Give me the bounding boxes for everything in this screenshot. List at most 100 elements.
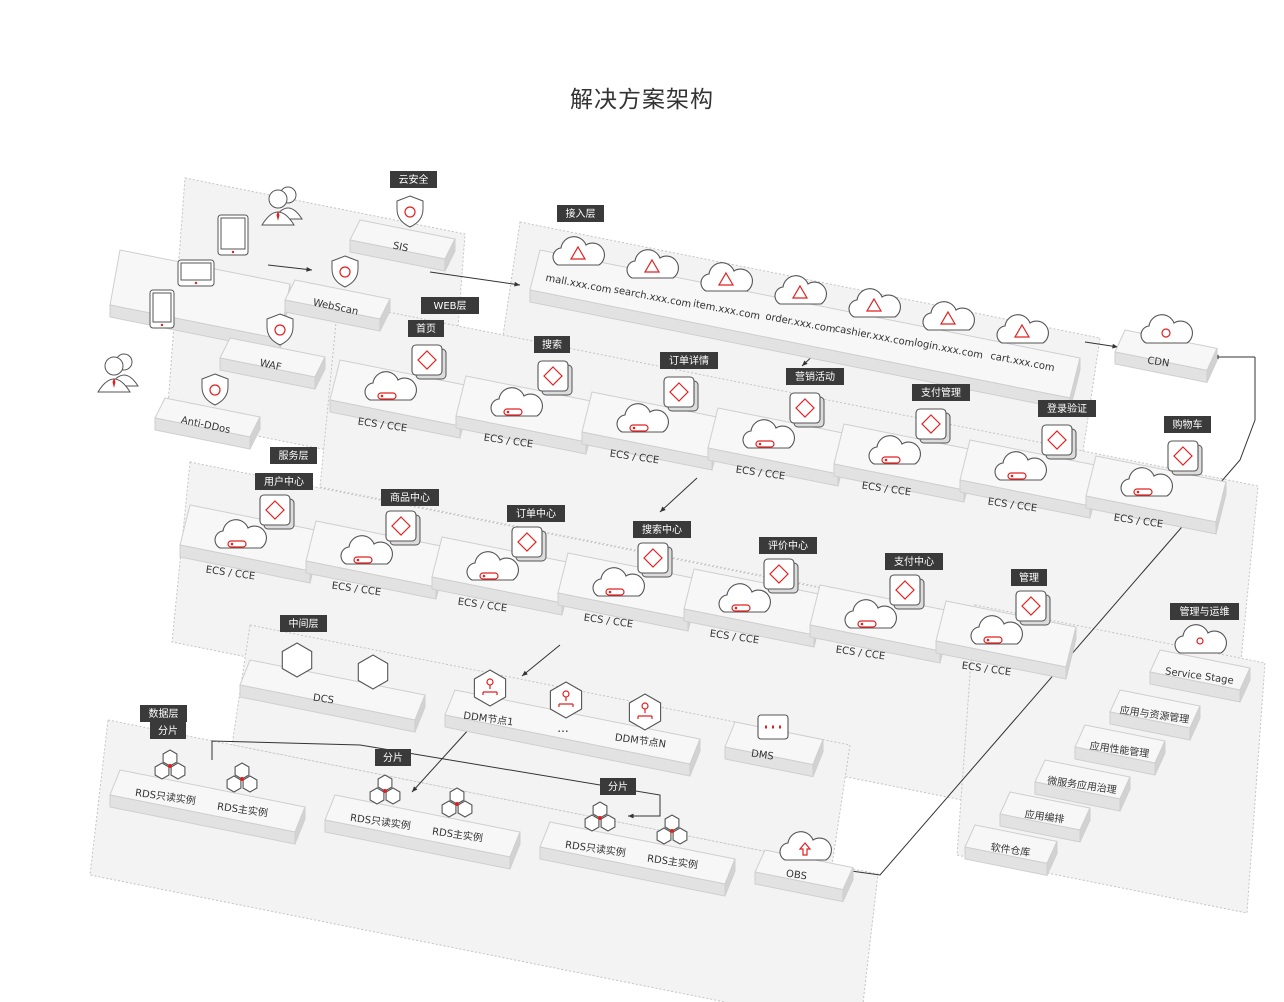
svc-slab-6-side xyxy=(1065,626,1077,680)
server-led xyxy=(506,410,510,414)
server-led xyxy=(632,426,636,430)
arrow-ddm-shard-head xyxy=(412,786,418,792)
server-icon xyxy=(377,392,397,400)
arrow-access-cdn xyxy=(1084,341,1119,348)
domain-cloud-3 xyxy=(774,275,827,305)
anti-ddos-mark xyxy=(209,384,221,396)
arrow-web-service xyxy=(659,477,698,513)
tablet-icon-screen xyxy=(220,217,246,250)
svc-service-card-0 xyxy=(259,494,295,530)
arrow-access-web-head xyxy=(802,360,808,366)
web-module-tag-4: 支付管理 xyxy=(921,386,961,399)
user-group-icon-bottom xyxy=(97,353,139,393)
web-compute-2-shape xyxy=(616,403,669,433)
svc-service-card-5 xyxy=(889,574,925,610)
web-compute-0 xyxy=(364,371,417,401)
anti-ddos-shield-icon xyxy=(201,373,229,406)
web-service-card-4-face xyxy=(915,408,947,440)
diamond-icon xyxy=(417,350,437,370)
data-layer-tag: 数据层 xyxy=(149,707,179,720)
tablet-icon-dot xyxy=(231,250,235,254)
rds-core xyxy=(598,816,602,820)
domain-cloud-6 xyxy=(996,314,1049,344)
svc-compute-5 xyxy=(844,599,897,629)
warning-icon xyxy=(569,245,587,260)
server-icon xyxy=(227,540,247,548)
ops-slab-0 xyxy=(1149,649,1251,703)
web-module-tag-2: 订单详情 xyxy=(669,354,709,367)
svc-module-tag-4-bg xyxy=(759,537,817,554)
phone-icon-screen xyxy=(152,292,172,323)
arrow-security-access-head xyxy=(514,281,520,287)
web-module-tag-1: 搜索 xyxy=(542,338,562,351)
rds-hex-2-0-2 xyxy=(600,814,616,832)
web-service-card-0-face xyxy=(411,344,443,376)
rds-core xyxy=(240,777,244,781)
data-layer-tag-bg xyxy=(140,705,187,722)
svc-service-card-1 xyxy=(385,510,421,546)
server-icon xyxy=(503,408,523,416)
server-icon xyxy=(605,588,625,596)
web-service-card-6 xyxy=(1167,440,1203,476)
diamond-icon xyxy=(669,382,689,402)
waf-slab-side xyxy=(314,356,326,390)
cdn-slab-side xyxy=(1206,348,1218,383)
warning-icon xyxy=(939,310,957,325)
web-layer-tag-bg xyxy=(421,297,479,314)
ops-slab-5 xyxy=(964,824,1058,877)
service-stage-icon xyxy=(1196,637,1204,645)
web-service-card-5 xyxy=(1041,424,1077,460)
web-compute-3 xyxy=(742,419,795,449)
waf-shield-icon xyxy=(266,313,294,346)
server-led xyxy=(986,638,990,642)
middle-layer-tag: 中间层 xyxy=(289,617,319,630)
desktop-icon-dot xyxy=(194,281,198,285)
sis-shield-icon xyxy=(396,195,424,228)
ops-slab-4 xyxy=(999,791,1091,843)
svc-compute-0 xyxy=(214,519,267,549)
svc-module-tag-6-bg xyxy=(1011,569,1047,586)
svc-service-card-6-face xyxy=(1015,590,1047,622)
server-icon xyxy=(629,424,649,432)
server-led xyxy=(482,574,486,578)
server-led xyxy=(1010,474,1014,478)
dms-label: DMS xyxy=(750,748,774,762)
server-led xyxy=(860,622,864,626)
domain-cloud-2 xyxy=(700,262,753,292)
shard-slab-1-side xyxy=(509,831,521,870)
web-compute-4 xyxy=(868,435,921,465)
anti-ddos-shield-icon-outline xyxy=(201,373,229,406)
domain-cloud-6-shape xyxy=(996,314,1049,344)
server-icon xyxy=(1007,472,1027,480)
web-service-card-2 xyxy=(663,376,699,412)
middle-layer-tag-bg xyxy=(280,615,327,632)
web-compute-0-shape xyxy=(364,371,417,401)
access-layer-tag: 接入层 xyxy=(566,207,596,220)
server-icon xyxy=(479,572,499,580)
ddm-slab xyxy=(444,689,701,777)
phone-icon-dot xyxy=(160,323,164,327)
ddm-tree-lines xyxy=(482,685,498,695)
cdn-label: CDN xyxy=(1147,356,1170,370)
web-module-tag-1-bg xyxy=(534,336,570,353)
svc-module-tag-2-bg xyxy=(507,505,565,522)
domain-cloud-0 xyxy=(552,236,605,266)
arrow-service-middle-head xyxy=(522,670,528,676)
server-icon xyxy=(755,440,775,448)
rds-hex-1-1-2 xyxy=(457,800,473,818)
svc-compute-1-shape xyxy=(340,535,393,565)
domain-cloud-5-shape xyxy=(922,301,975,331)
svc-service-card-2-face xyxy=(511,526,543,558)
arrow-ddm-shard xyxy=(411,727,471,793)
domain-cloud-4 xyxy=(848,288,901,318)
web-module-tag-2-bg xyxy=(660,352,718,369)
ops-slab-4-side xyxy=(1079,807,1091,843)
svc-module-tag-0-bg xyxy=(255,473,313,490)
rds-core xyxy=(455,802,459,806)
diamond-icon xyxy=(1047,430,1067,450)
web-module-tag-3: 营销活动 xyxy=(795,370,835,383)
diamond-icon xyxy=(921,414,941,434)
ddm-dots-label: ... xyxy=(557,721,568,735)
rds-hex-2-0-1 xyxy=(584,814,600,832)
shard-tag-0: 分片 xyxy=(158,724,178,737)
